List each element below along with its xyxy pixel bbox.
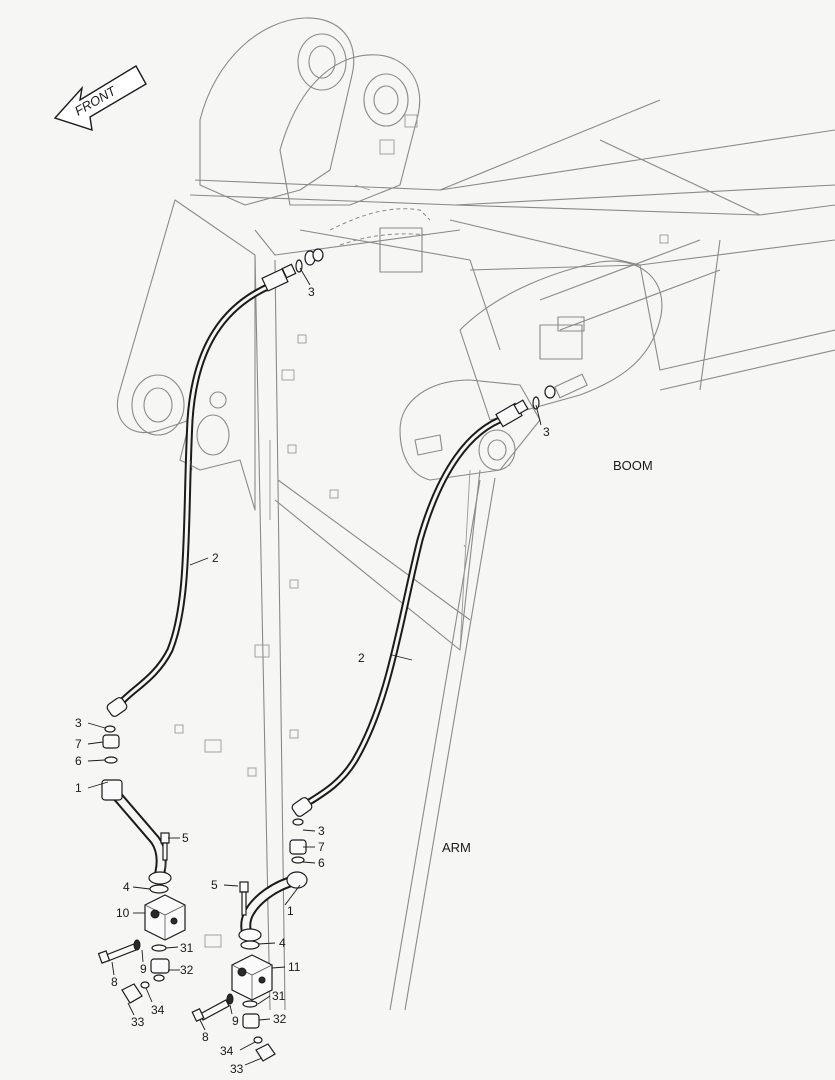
callout-31a: 31 — [180, 941, 194, 955]
callout-8b: 8 — [202, 1030, 209, 1044]
callout-5a: 5 — [182, 831, 189, 845]
callout-numbers: 3 3 2 2 3 7 6 1 5 4 10 31 9 32 8 34 33 3… — [75, 285, 550, 1076]
callout-9a: 9 — [140, 962, 147, 976]
callout-4a: 4 — [123, 880, 130, 894]
callout-34a: 34 — [151, 1003, 165, 1017]
hose-right — [299, 414, 509, 810]
callout-6a: 6 — [75, 754, 82, 768]
callout-3d: 3 — [318, 824, 325, 838]
callout-33a: 33 — [131, 1015, 145, 1029]
hose-fitting-top-right — [495, 373, 588, 428]
callout-3a: 3 — [308, 285, 315, 299]
callout-31b: 31 — [272, 989, 286, 1003]
callout-32b: 32 — [273, 1012, 287, 1026]
callout-5b: 5 — [211, 878, 218, 892]
boom-label: BOOM — [613, 458, 653, 473]
boom-structure — [116, 17, 835, 1011]
callout-1a: 1 — [75, 781, 82, 795]
hose-left — [114, 281, 276, 710]
leader-lines — [87, 267, 542, 1066]
callout-6b: 6 — [318, 856, 325, 870]
callout-10: 10 — [116, 906, 130, 920]
callout-8a: 8 — [111, 975, 118, 989]
callout-4b: 4 — [279, 936, 286, 950]
callout-7a: 7 — [75, 737, 82, 751]
callout-7b: 7 — [318, 840, 325, 854]
callout-3b: 3 — [543, 425, 550, 439]
front-arrow-icon: FRONT — [53, 65, 147, 132]
callout-2a: 2 — [212, 551, 219, 565]
callout-33b: 33 — [230, 1062, 244, 1076]
hose-fitting-top-left — [261, 248, 324, 292]
callout-11: 11 — [288, 960, 301, 974]
arm-label: ARM — [442, 840, 471, 855]
callout-1b: 1 — [287, 904, 294, 918]
left-fitting-stack — [97, 697, 186, 1004]
callout-9b: 9 — [232, 1014, 239, 1028]
callout-3c: 3 — [75, 716, 82, 730]
callout-2b: 2 — [358, 651, 365, 665]
right-fitting-stack — [191, 797, 313, 1062]
callout-34b: 34 — [220, 1044, 234, 1058]
callout-32a: 32 — [180, 963, 194, 977]
